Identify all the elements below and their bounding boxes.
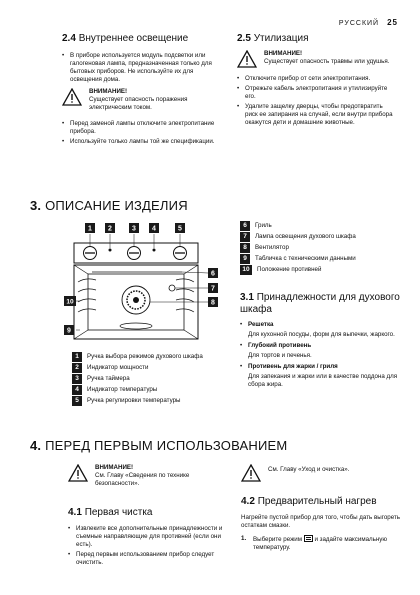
note-box: См. Главу «Уход и очистка». bbox=[241, 464, 401, 482]
warning-icon bbox=[237, 50, 257, 68]
header-language: РУССКИЙ bbox=[338, 20, 380, 27]
warning-text: См. Главу «Сведения по технике безопасно… bbox=[95, 472, 190, 487]
section-4-1-title: 4.1 Первая чистка bbox=[68, 507, 153, 518]
callout-4: 4 bbox=[152, 226, 156, 233]
warning-icon bbox=[68, 464, 88, 482]
section-2-4-title: 2.4 Внутреннее освещение bbox=[62, 33, 189, 44]
section-2-4-list: В приборе используется модуль подсветки … bbox=[62, 52, 222, 84]
list-item: Удалите защелку дверцы, чтобы предотврат… bbox=[237, 103, 397, 127]
callout-10: 10 bbox=[66, 299, 74, 306]
oven-mode-icon bbox=[303, 535, 313, 542]
list-item: Отрежьте кабель электропитания и утилизи… bbox=[237, 85, 397, 101]
callout-3: 3 bbox=[132, 226, 136, 233]
warning-box: ВНИМАНИЕ!См. Главу «Сведения по технике … bbox=[68, 464, 228, 488]
callout-8: 8 bbox=[211, 300, 215, 307]
section-2-5: 2.5 Утилизация ВНИМАНИЕ!Существует опасн… bbox=[237, 33, 397, 129]
callout-7: 7 bbox=[211, 286, 215, 293]
warning-box: ВНИМАНИЕ!Существует опасность поражения … bbox=[62, 88, 222, 112]
section-4-1: 4.1 Первая чистка Извлеките все дополнит… bbox=[68, 507, 228, 569]
warning-title: ВНИМАНИЕ! bbox=[264, 50, 303, 57]
fan bbox=[121, 285, 151, 315]
list-item: Отключите прибор от сети электропитания. bbox=[237, 75, 397, 83]
section-3-title: 3. ОПИСАНИЕ ИЗДЕЛИЯ bbox=[30, 198, 188, 213]
section-4-2: 4.2 Предварительный нагрев Нагрейте пуст… bbox=[241, 496, 403, 552]
oven-lamp bbox=[168, 284, 176, 292]
shelf-supports-left bbox=[77, 278, 97, 313]
preheat-step: 1. Выберите режим и задайте максимальную… bbox=[241, 535, 388, 551]
step-number: 1. bbox=[241, 535, 247, 542]
warning-icon bbox=[62, 88, 82, 106]
diagram-callouts: 1 2 3 4 5 6 7 8 9 10 bbox=[64, 223, 218, 335]
section-2-5-list: Отключите прибор от сети электропитания.… bbox=[237, 75, 397, 127]
section-2-4-list-2: Перед заменой лампы отключите электропит… bbox=[62, 120, 222, 146]
temperature-indicator bbox=[152, 248, 156, 252]
callout-1: 1 bbox=[88, 226, 92, 233]
shelf-supports-right bbox=[175, 278, 195, 313]
note-text: См. Главу «Уход и очистка». bbox=[268, 466, 350, 473]
warning-text: Существует опасность поражения электриче… bbox=[89, 96, 188, 111]
page-number: 25 bbox=[387, 18, 398, 27]
section-4-title: 4. ПЕРЕД ПЕРВЫМ ИСПОЛЬЗОВАНИЕМ bbox=[30, 438, 288, 453]
warning-box: ВНИМАНИЕ!Существует опасность травмы или… bbox=[237, 50, 397, 68]
power-indicator bbox=[108, 248, 112, 252]
callout-6: 6 bbox=[211, 271, 215, 278]
warning-title: ВНИМАНИЕ! bbox=[89, 88, 128, 95]
warning-title: ВНИМАНИЕ! bbox=[95, 464, 134, 471]
preheat-intro: Нагрейте пустой прибор для того, чтобы д… bbox=[241, 514, 401, 529]
section-4-2-title: 4.2 Предварительный нагрев bbox=[241, 496, 377, 507]
section-2-5-title: 2.5 Утилизация bbox=[237, 33, 309, 44]
page-header: РУССКИЙ 25 bbox=[339, 18, 398, 27]
section-3-1-title: 3.1 Принадлежности для духового шкафа bbox=[240, 292, 400, 315]
section-3-1: 3.1 Принадлежности для духового шкафа Ре… bbox=[240, 292, 402, 392]
list-item: Перед первым использованием прибор следу… bbox=[68, 551, 228, 567]
oven-diagram: 1 2 3 4 5 6 7 8 9 10 bbox=[64, 223, 218, 340]
callout-2: 2 bbox=[108, 226, 112, 233]
list-item: В приборе используется модуль подсветки … bbox=[62, 52, 222, 84]
section-4-1-list: Извлеките все дополнительные принадлежно… bbox=[68, 525, 228, 567]
warning-text: Существует опасность травмы или удушья. bbox=[264, 58, 390, 65]
list-item: Перед заменой лампы отключите электропит… bbox=[62, 120, 222, 136]
list-item: Используйте только лампы той же специфик… bbox=[62, 138, 222, 146]
callout-9: 9 bbox=[67, 328, 71, 335]
list-item: Извлеките все дополнительные принадлежно… bbox=[68, 525, 228, 549]
warning-icon bbox=[241, 464, 261, 482]
callout-5: 5 bbox=[178, 226, 182, 233]
section-2-4: 2.4 Внутреннее освещение В приборе испол… bbox=[62, 33, 222, 148]
